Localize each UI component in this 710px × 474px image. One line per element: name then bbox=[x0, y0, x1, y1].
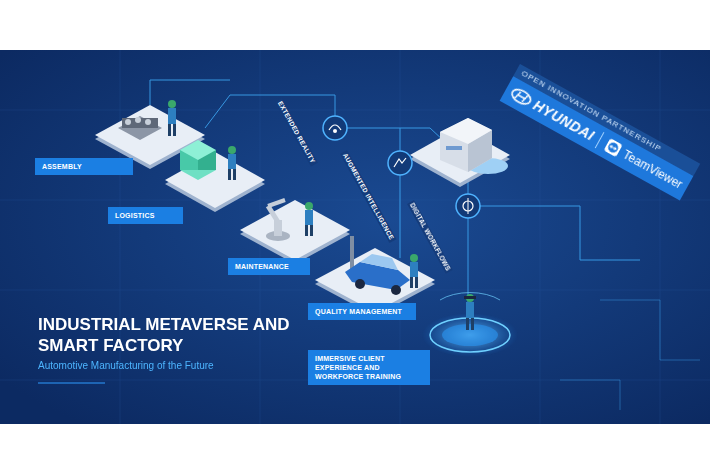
caption-underline bbox=[38, 383, 105, 384]
diagram-caption: Automotive Manufacturing of the Future bbox=[38, 360, 214, 372]
station-label: IMMERSIVE CLIENT EXPERIENCE AND WORKFORC… bbox=[308, 350, 430, 385]
station-name: MAINTENANCE bbox=[235, 262, 303, 271]
station-label: ASSEMBLY bbox=[35, 158, 133, 175]
station-name: IMMERSIVE CLIENT EXPERIENCE AND WORKFORC… bbox=[315, 354, 423, 381]
crates-figure bbox=[180, 140, 236, 180]
grid bbox=[0, 50, 710, 424]
hyundai-logo bbox=[508, 85, 534, 108]
factory-building bbox=[440, 118, 508, 174]
background bbox=[0, 50, 710, 424]
station-name: ASSEMBLY bbox=[42, 162, 126, 171]
station-name: QUALITY MANAGEMENT bbox=[315, 307, 409, 316]
teamviewer-logo bbox=[602, 137, 624, 159]
robot-arm-figure bbox=[266, 200, 313, 241]
engine-figure bbox=[118, 100, 176, 140]
diagram-title: INDUSTRIAL METAVERSE AND SMART FACTORY bbox=[38, 314, 300, 356]
station-label: QUALITY MANAGEMENT bbox=[308, 303, 416, 320]
vr-platform bbox=[422, 293, 518, 357]
station-name: LOGISTICS bbox=[115, 211, 176, 220]
separator bbox=[595, 132, 605, 148]
station-label: LOGISTICS bbox=[108, 207, 183, 224]
car-figure bbox=[345, 236, 418, 295]
station-label: MAINTENANCE bbox=[228, 258, 310, 275]
